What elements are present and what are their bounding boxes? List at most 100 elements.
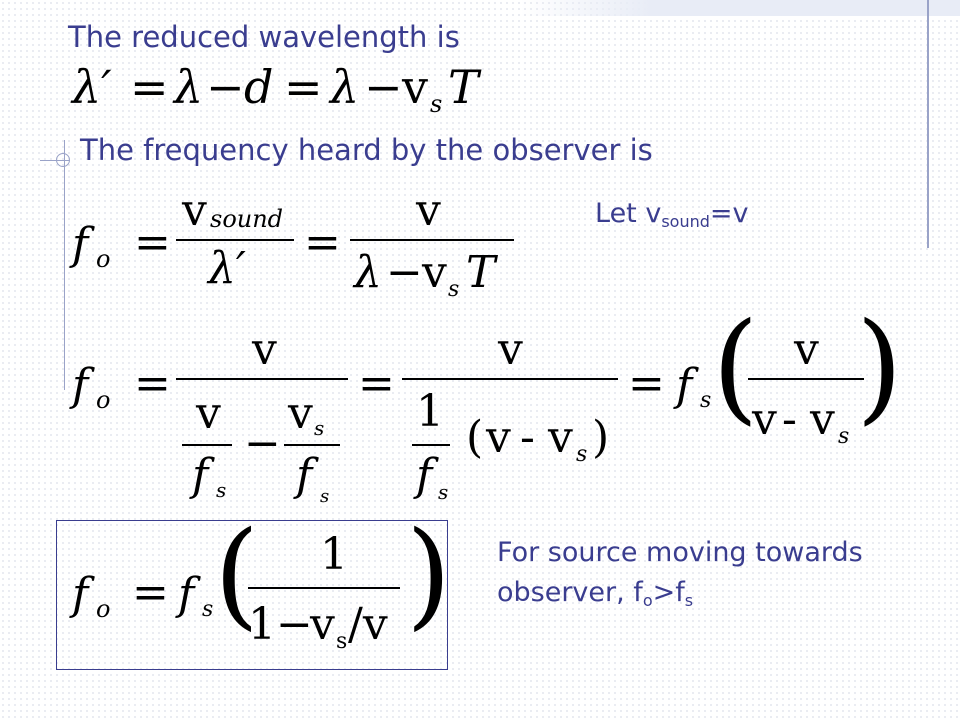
main-fraction-bar	[176, 378, 348, 380]
equals-sign: =	[284, 60, 323, 114]
fraction-bar	[748, 378, 864, 380]
fraction-bar	[284, 444, 340, 446]
equation-observed-frequency: f o = v sound λ′ = v λ − v s T	[72, 185, 532, 310]
subscript-s: s	[336, 629, 348, 654]
subscript-s: s	[430, 90, 443, 118]
big-open-paren: (	[214, 507, 260, 642]
equation-result: f o = f s ( 1 1 − v s /v )	[72, 507, 451, 665]
note-subscript: sound	[661, 212, 710, 231]
frequency-heading: The frequency heard by the observer is	[80, 133, 653, 167]
equals-sign: =	[134, 358, 171, 409]
over-v: /v	[348, 599, 388, 650]
lambda: λ	[174, 60, 204, 114]
subscript-s: s	[576, 442, 588, 467]
f-symbol: f	[416, 450, 433, 501]
minus-sign: −	[244, 418, 281, 469]
close-paren: )	[592, 412, 610, 463]
f-symbol: f	[676, 360, 693, 411]
top-decoration-bar	[520, 0, 960, 16]
fraction-bar	[176, 239, 294, 241]
lambda-prime: λ′	[72, 60, 112, 114]
note-prefix: Let v	[595, 198, 662, 229]
f-symbol: f	[72, 360, 89, 411]
subscript-o: o	[96, 386, 111, 414]
subscript-o: o	[642, 591, 653, 610]
subscript-s: s	[314, 416, 325, 440]
equals-sign: =	[134, 217, 171, 268]
subscript-s: s	[838, 424, 850, 449]
big-close-paren: )	[856, 298, 903, 437]
equals-sign: =	[130, 60, 169, 114]
equation-reduced-wavelength: λ′ = λ − d = λ − v s T	[72, 60, 502, 130]
subscript-s: s	[684, 591, 694, 610]
velocity-v: v	[310, 599, 335, 650]
subscript-o: o	[96, 245, 111, 273]
velocity-v: v	[794, 324, 819, 375]
substitution-note: Let vsound=v	[595, 198, 749, 231]
fraction-bar	[182, 444, 232, 446]
equals-sign: =	[132, 567, 169, 618]
conclusion-text: For source moving towards observer, fo>f…	[497, 533, 937, 621]
velocity-v: v	[548, 412, 573, 463]
horizontal-rule	[40, 160, 70, 161]
distance-d: d	[244, 60, 274, 114]
fraction-bar	[350, 239, 514, 241]
equals-sign: =	[358, 358, 395, 409]
numeral-one: 1	[248, 599, 276, 650]
circle-ornament	[56, 153, 70, 167]
velocity-v: v	[288, 388, 313, 439]
subscript-s: s	[320, 486, 330, 507]
velocity-v: v	[416, 185, 441, 236]
f-symbol: f	[178, 569, 195, 620]
dash-sign: -	[520, 412, 535, 463]
subscript-s: s	[438, 480, 449, 504]
velocity-v: v	[196, 388, 221, 439]
f-symbol: f	[72, 569, 89, 620]
period-T: T	[448, 60, 479, 114]
dash-sign: -	[782, 394, 797, 445]
velocity-v: v	[422, 247, 447, 298]
right-vertical-rule	[927, 0, 929, 248]
conclusion-main: For source moving towards observer, f	[497, 537, 863, 608]
f-symbol: f	[192, 450, 209, 501]
minus-sign: −	[386, 247, 423, 298]
big-open-paren: (	[712, 298, 759, 437]
fraction-bar	[412, 444, 450, 446]
lambda: λ	[354, 247, 382, 298]
reduced-wavelength-heading: The reduced wavelength is	[68, 20, 460, 54]
subscript-sound: sound	[210, 205, 284, 233]
f-symbol: f	[72, 219, 89, 270]
velocity-v: v	[252, 324, 277, 375]
result-box	[56, 520, 448, 670]
subscript-s: s	[448, 277, 460, 302]
period-T: T	[466, 247, 496, 298]
subscript-s: s	[700, 388, 712, 413]
open-paren: (	[466, 412, 484, 463]
velocity-v: v	[182, 185, 207, 236]
numeral-one: 1	[416, 386, 444, 437]
fraction-bar	[402, 378, 618, 380]
greater-than-f: >f	[652, 577, 685, 608]
velocity-v: v	[486, 412, 511, 463]
equals-sign: =	[304, 217, 341, 268]
note-suffix: =v	[709, 198, 749, 229]
subscript-s: s	[216, 478, 227, 502]
subscript-s: s	[202, 597, 214, 622]
velocity-v: v	[810, 394, 835, 445]
lambda: λ	[330, 60, 360, 114]
minus-sign: −	[206, 60, 245, 114]
left-vertical-rule	[64, 140, 65, 390]
velocity-v: v	[752, 394, 777, 445]
fraction-bar	[248, 587, 400, 589]
equals-sign: =	[628, 358, 665, 409]
velocity-v: v	[402, 60, 428, 114]
minus-sign: −	[276, 599, 313, 650]
f-symbol: f	[296, 450, 313, 501]
equation-derivation: f o = v v f s − v s f s = v 1 f s ( v - …	[72, 298, 903, 515]
lambda-prime: λ′	[208, 243, 246, 294]
minus-sign: −	[364, 60, 403, 114]
subscript-o: o	[96, 595, 111, 623]
numeral-one: 1	[320, 529, 348, 580]
velocity-v: v	[498, 324, 523, 375]
